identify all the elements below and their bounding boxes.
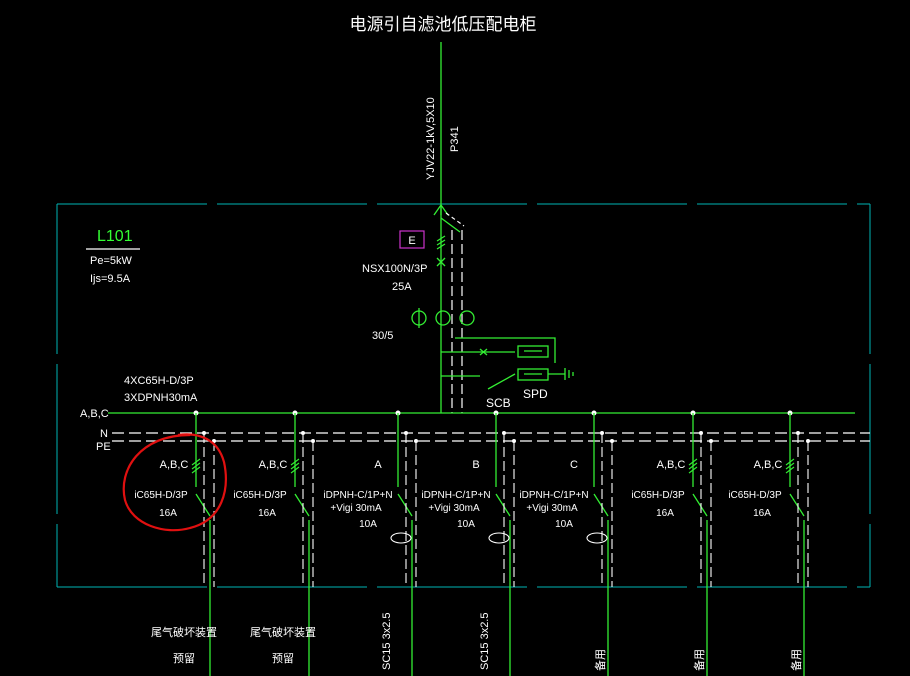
branch-rating: 16A	[753, 508, 771, 519]
neutral-dot	[796, 431, 800, 435]
spd-branch	[441, 337, 574, 390]
branch-switch	[692, 493, 708, 517]
diagram-title: 电源引自滤池低压配电柜	[350, 15, 537, 34]
branch-breaker-model: iC65H-D/3P	[728, 490, 782, 501]
cabinet-frame	[56, 203, 871, 588]
branch-circuits: A,B,CiC65H-D/3P16A尾气破坏装置预留A,B,CiC65H-D/3…	[134, 410, 810, 676]
branch-switch	[195, 493, 211, 517]
pe-dot	[311, 439, 315, 443]
incoming-cable-spec: YJV22-1kV,5X10	[425, 97, 437, 180]
branch-breaker-model: iC65H-D/3P	[631, 490, 685, 501]
branch-phase-label: A,B,C	[754, 459, 783, 471]
scb-label: SCB	[486, 396, 511, 410]
spd-label: SPD	[523, 387, 548, 401]
rcd-core	[390, 532, 412, 544]
bus-label-pe: PE	[96, 441, 111, 453]
bus-label-abc: A,B,C	[80, 408, 109, 420]
branch-switch	[495, 493, 511, 517]
branch-use-note: 预留	[173, 652, 195, 665]
branch-breaker-model: iC65H-D/3P	[134, 490, 188, 501]
highlight-circle	[122, 433, 227, 532]
branch-phase-label: C	[570, 459, 578, 471]
branch-breaker-model: iC65H-D/3P	[233, 490, 287, 501]
branch-rating: 10A	[457, 519, 475, 530]
bus-note-line1: 4XC65H-D/3P	[124, 375, 194, 387]
phase-tick	[688, 466, 698, 474]
energy-meter: E	[399, 230, 425, 249]
neutral-dot	[600, 431, 604, 435]
branch-rating: 16A	[656, 508, 674, 519]
branch-use-note: 预留	[272, 652, 294, 665]
branch-phase-label: A	[374, 459, 382, 471]
phase-tick	[688, 458, 698, 466]
branch-use: 备用	[692, 649, 706, 671]
branch-phase-label: A,B,C	[657, 459, 686, 471]
branch-phase-label: A,B,C	[160, 459, 189, 471]
branch-use: 备用	[789, 649, 803, 671]
phase-tick	[290, 466, 300, 474]
branch-rating: 16A	[258, 508, 276, 519]
branch-breaker-model: iDPNH-C/1P+N	[323, 490, 392, 501]
pe-dot	[709, 439, 713, 443]
current-transformers	[411, 308, 475, 328]
ct-ratio: 30/5	[372, 330, 393, 342]
branch-switch	[789, 493, 805, 517]
branch-rating: 10A	[555, 519, 573, 530]
branch-breaker-model: iDPNH-C/1P+N	[421, 490, 490, 501]
branch-use: 尾气破坏装置	[151, 625, 217, 639]
neutral-dot	[202, 431, 206, 435]
pe-dot	[512, 439, 516, 443]
neutral-dot	[301, 431, 305, 435]
neutral-dot	[404, 431, 408, 435]
busbars	[108, 412, 870, 442]
phase-tick	[290, 458, 300, 466]
branch-rating: 10A	[359, 519, 377, 530]
rcd-core	[488, 532, 510, 544]
branch-rating: 16A	[159, 508, 177, 519]
phase-tick	[785, 462, 795, 470]
branch-use: 尾气破坏装置	[250, 625, 316, 639]
main-breaker-model: NSX100N/3P	[362, 263, 427, 275]
branch-switch	[593, 493, 609, 517]
branch-switch	[397, 493, 413, 517]
panel-ijs: Ijs=9.5A	[90, 273, 131, 285]
branch-phase-label: B	[472, 459, 479, 471]
branch-breaker-model: iDPNH-C/1P+N	[519, 490, 588, 501]
phase-tick	[290, 462, 300, 470]
branch-breaker-sub: +Vigi 30mA	[526, 503, 578, 514]
phase-tick	[191, 466, 201, 474]
pe-dot	[414, 439, 418, 443]
bus-note-line2: 3XDPNH30mA	[124, 392, 198, 404]
phase-tick	[688, 462, 698, 470]
phase-tick	[785, 466, 795, 474]
branch-switch	[294, 493, 310, 517]
main-breaker-symbol	[433, 203, 465, 413]
main-breaker-rating: 25A	[392, 281, 412, 293]
bus-label-n: N	[100, 428, 108, 440]
meter-label: E	[408, 235, 415, 247]
branch-cable: SC15 3x2.5	[381, 613, 393, 670]
pe-dot	[610, 439, 614, 443]
pe-dot	[806, 439, 810, 443]
rcd-core	[586, 532, 608, 544]
branch-cable: SC15 3x2.5	[479, 613, 491, 670]
branch-phase-label: A,B,C	[259, 459, 288, 471]
incoming-cable-route: P341	[449, 126, 461, 152]
neutral-dot	[502, 431, 506, 435]
branch-use: 备用	[593, 649, 607, 671]
phase-tick	[191, 458, 201, 466]
panel-name: L101	[97, 228, 133, 245]
phase-tick	[785, 458, 795, 466]
neutral-dot	[699, 431, 703, 435]
branch-breaker-sub: +Vigi 30mA	[330, 503, 382, 514]
panel-pe: Pe=5kW	[90, 255, 132, 267]
branch-breaker-sub: +Vigi 30mA	[428, 503, 480, 514]
phase-tick	[191, 462, 201, 470]
